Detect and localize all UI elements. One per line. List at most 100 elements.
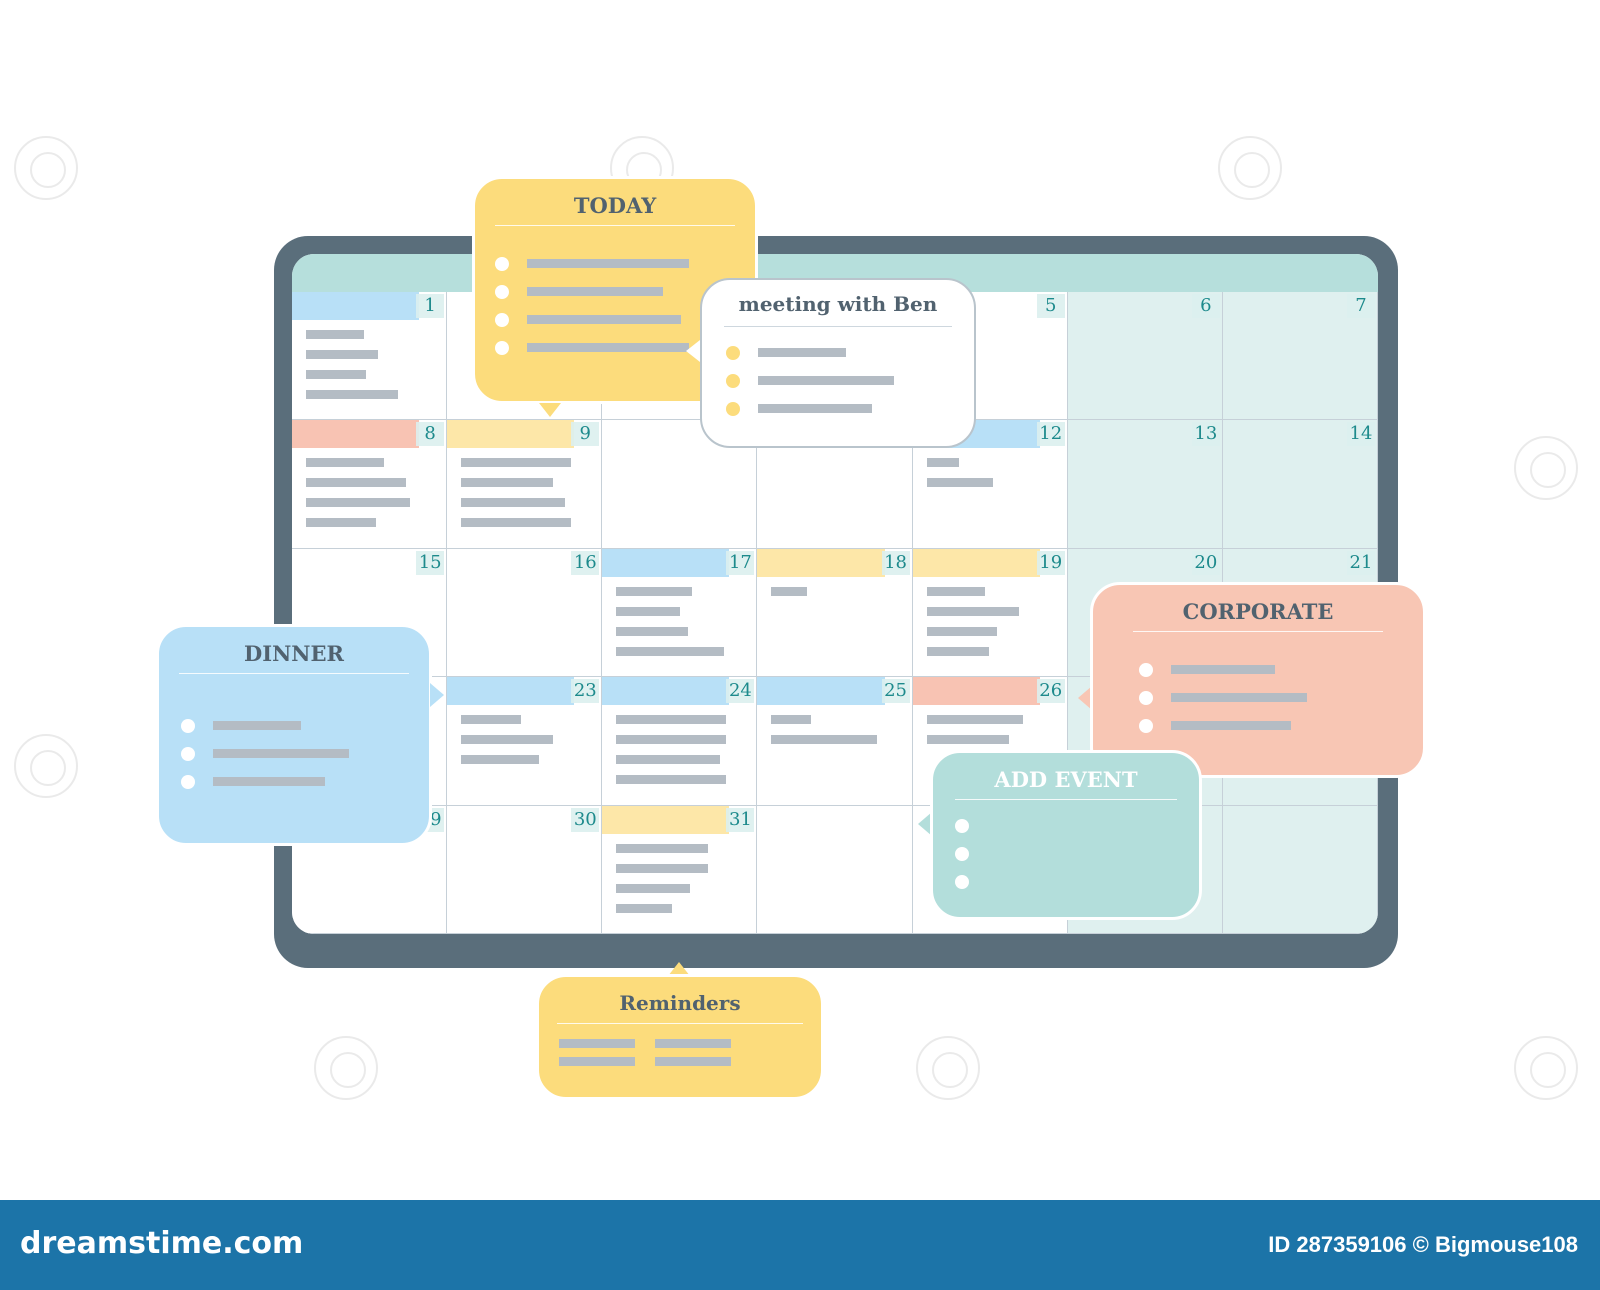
event-text-line (306, 518, 376, 528)
event-text-line (461, 518, 572, 528)
calendar-day-cell[interactable]: 17 (602, 548, 758, 678)
event-text-line (306, 390, 398, 399)
watermark-icon (314, 1036, 378, 1100)
event-text-line (771, 586, 808, 596)
add-event-title: ADD EVENT (994, 767, 1138, 792)
day-number: 23 (571, 679, 600, 704)
day-number: 26 (1036, 679, 1065, 704)
watermark-footer: dreamstime.com ID 287359106 © Bigmouse10… (0, 1200, 1600, 1290)
text-line (758, 404, 872, 413)
event-text-line (926, 606, 1019, 616)
event-text-line (616, 863, 709, 873)
event-text-line (616, 715, 727, 725)
calendar-day-cell[interactable] (757, 805, 913, 934)
add-event-bubble-tail (918, 812, 932, 836)
text-line (655, 1057, 731, 1066)
calendar-day-cell[interactable]: 18 (757, 548, 913, 678)
event-text-line (461, 755, 540, 765)
event-tag-bar (602, 805, 730, 834)
bullet-icon (181, 719, 195, 733)
event-text-line (616, 775, 727, 785)
event-tag-bar (757, 677, 885, 706)
dinner-bubble[interactable]: DINNER (156, 624, 432, 846)
event-tag-bar (292, 420, 420, 449)
event-text-line (616, 735, 727, 745)
add-event-bubble[interactable]: ADD EVENT (930, 750, 1202, 920)
calendar-day-cell[interactable]: 7 (1222, 292, 1378, 421)
event-text-line (616, 843, 709, 853)
bullet-icon (495, 257, 509, 271)
calendar-day-cell[interactable]: 23 (447, 677, 603, 806)
text-line (559, 1057, 635, 1066)
day-number: 7 (1346, 294, 1375, 318)
day-number: 19 (1036, 550, 1065, 575)
corporate-bubble[interactable]: CORPORATE (1090, 582, 1426, 778)
bullet-icon (495, 341, 509, 355)
calendar-day-cell[interactable]: 30 (447, 805, 603, 934)
calendar-day-cell[interactable]: 9 (447, 420, 603, 549)
event-tag-bar (447, 420, 575, 449)
day-number: 20 (1191, 550, 1220, 575)
calendar-day-cell[interactable]: 24 (602, 677, 758, 806)
text-line (527, 259, 689, 268)
event-text-line (616, 903, 673, 913)
day-number: 13 (1191, 422, 1220, 447)
event-tag-bar (912, 548, 1040, 577)
day-number: 9 (571, 422, 600, 447)
corporate-title: CORPORATE (1182, 599, 1334, 624)
bullet-icon (181, 747, 195, 761)
meeting-bubble[interactable]: meeting with Ben (700, 278, 976, 448)
calendar-day-cell[interactable]: 6 (1067, 292, 1223, 421)
reminders-bubble-tail (668, 962, 690, 976)
meeting-bubble-tail (686, 340, 700, 362)
day-number: 31 (726, 807, 755, 832)
text-line (655, 1039, 731, 1048)
calendar-day-cell[interactable]: 16 (447, 548, 603, 678)
event-text-line (771, 715, 812, 725)
event-text-line (306, 350, 378, 359)
day-number: 30 (571, 807, 600, 832)
day-number: 14 (1346, 422, 1375, 447)
calendar-day-cell[interactable]: 19 (912, 548, 1068, 678)
calendar-day-cell[interactable]: 14 (1222, 420, 1378, 549)
calendar-day-cell[interactable]: 8 (292, 420, 448, 549)
calendar-day-cell[interactable]: 25 (757, 677, 913, 806)
calendar-day-cell[interactable]: 13 (1067, 420, 1223, 549)
day-number: 18 (881, 550, 910, 575)
reminders-bubble[interactable]: Reminders (536, 974, 824, 1100)
today-bubble-tail (539, 403, 561, 417)
footer-logo: dreamstime.com (20, 1226, 304, 1261)
day-number: 6 (1191, 294, 1220, 318)
event-text-line (926, 715, 1023, 725)
bullet-icon (1139, 663, 1153, 677)
bullet-icon (726, 346, 740, 360)
day-number: 17 (726, 550, 755, 575)
day-number: 24 (726, 679, 755, 704)
bullet-icon (726, 374, 740, 388)
event-text-line (461, 715, 522, 725)
event-text-line (461, 735, 554, 745)
event-text-line (461, 458, 572, 468)
meeting-title: meeting with Ben (738, 292, 938, 316)
day-number: 25 (881, 679, 910, 704)
corporate-bubble-tail (1078, 686, 1092, 710)
bullet-icon (726, 402, 740, 416)
bullet-icon (495, 313, 509, 327)
event-text-line (926, 478, 993, 488)
event-text-line (306, 458, 384, 468)
bullet-icon (181, 775, 195, 789)
reminders-title: Reminders (619, 991, 741, 1015)
event-text-line (461, 478, 554, 488)
event-text-line (926, 586, 985, 596)
calendar-day-cell[interactable] (1222, 805, 1378, 934)
event-text-line (306, 330, 364, 339)
event-tag-bar (757, 548, 885, 577)
text-line (1171, 665, 1275, 674)
event-text-line (616, 606, 681, 616)
today-title: TODAY (573, 193, 657, 218)
text-line (213, 721, 301, 730)
calendar-day-cell[interactable]: 1 (292, 292, 448, 421)
watermark-icon (14, 734, 78, 798)
event-tag-bar (447, 677, 575, 706)
calendar-day-cell[interactable]: 31 (602, 805, 758, 934)
